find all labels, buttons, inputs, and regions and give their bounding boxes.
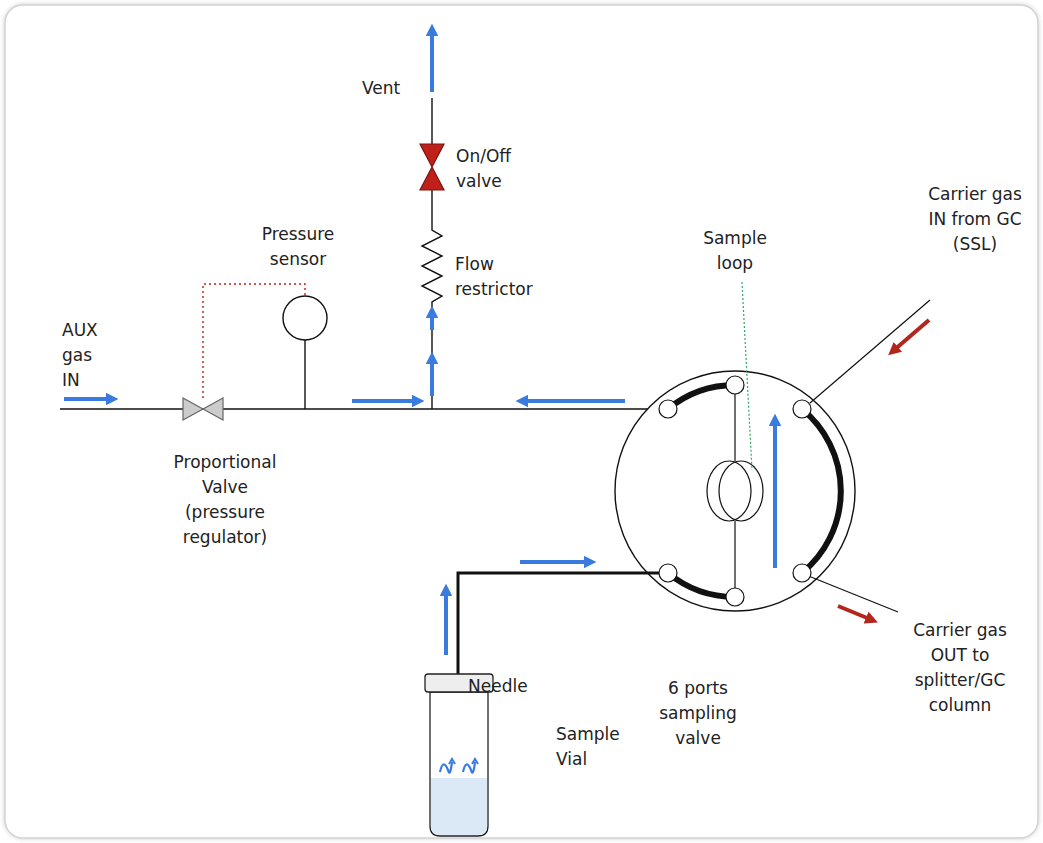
- sample-loop-tube: [734, 394, 735, 461]
- vapour-arrows: [449, 759, 478, 764]
- vapour-arrows: [440, 762, 475, 773]
- component-label: Vent: [362, 76, 422, 101]
- sample-vial: [430, 692, 488, 836]
- flow-arrow: [64, 397, 112, 401]
- component-label: Proportional Valve (pressure regulator): [162, 450, 288, 550]
- valve-channel: [668, 573, 735, 597]
- flow-restrictor-symbol: [422, 222, 442, 310]
- frame: [5, 5, 1038, 838]
- on-off-valve-symbol: [420, 144, 444, 190]
- valve-ports: [659, 376, 811, 606]
- flow-arrow: [352, 399, 418, 403]
- sample-loop-coil: [719, 461, 763, 521]
- component-label: 6 ports sampling valve: [653, 676, 743, 751]
- valve-channel: [802, 409, 841, 573]
- flow-arrow: [430, 312, 434, 330]
- component-label: Carrier gas IN from GC (SSL): [922, 182, 1028, 257]
- flow-arrow: [520, 560, 590, 564]
- component-label: Sample Vial: [556, 722, 626, 772]
- leader-line: [742, 282, 752, 470]
- component-label: On/Off valve: [456, 144, 526, 194]
- component-label: Flow restrictor: [455, 252, 555, 302]
- vent-line: [431, 310, 432, 409]
- sample-loop-tube: [734, 521, 735, 588]
- pressure-sensor-symbol: [283, 296, 327, 340]
- component-label: Carrier gas OUT to splitter/GC column: [904, 618, 1016, 718]
- proportional-valve-symbol: [183, 398, 223, 420]
- carrier-in-line: [810, 300, 930, 403]
- sensor-stem: [304, 340, 305, 409]
- component-label: Sample loop: [695, 226, 775, 276]
- component-label: Pressure sensor: [248, 222, 348, 272]
- sampling-valve-body: [615, 371, 855, 611]
- flow-arrow: [430, 358, 434, 396]
- control-line: [203, 284, 305, 398]
- valve-channel: [668, 385, 735, 409]
- vent-line: [431, 98, 432, 144]
- sample-liquid: [431, 778, 487, 835]
- component-label: AUX gas IN: [62, 318, 107, 393]
- flow-arrow: [522, 399, 625, 403]
- gas-line: [60, 408, 659, 409]
- carrier-arrow: [838, 606, 872, 620]
- carrier-out-line: [811, 577, 898, 612]
- component-label: Needle: [468, 674, 538, 699]
- flow-arrow: [444, 590, 448, 655]
- flow-arrow: [773, 420, 777, 568]
- vent-line: [431, 190, 432, 222]
- flow-arrow: [430, 30, 434, 92]
- sample-loop-coil: [707, 461, 751, 521]
- carrier-arrow: [893, 320, 929, 351]
